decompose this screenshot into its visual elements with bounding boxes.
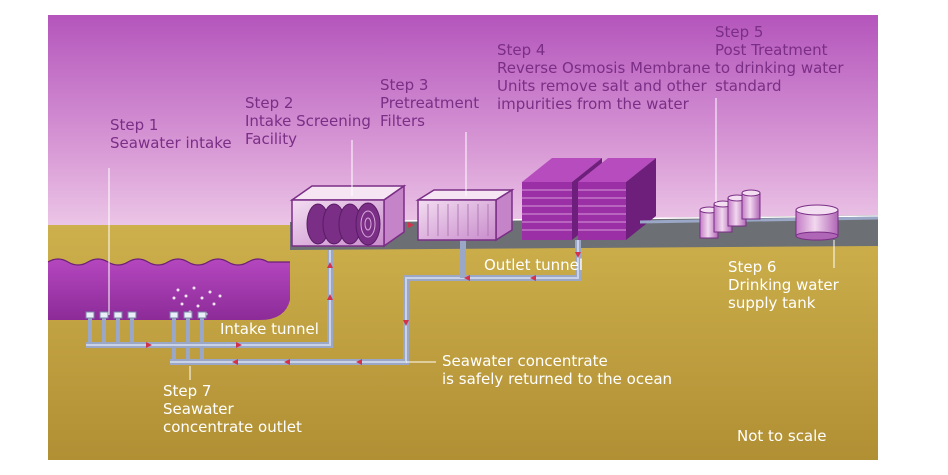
outlet-tunnel-label: Outlet tunnel [484, 256, 583, 274]
outlet-risers [172, 318, 204, 362]
screening-facility [289, 184, 407, 248]
not-to-scale-note: Not to scale [737, 427, 827, 445]
leader-lines [108, 98, 835, 380]
drinking-water-tank [795, 204, 839, 241]
outlet-riser-caps [169, 311, 207, 319]
intake-risers [88, 318, 134, 345]
post-treatment-tanks [699, 189, 761, 239]
step5-label: Step 5 Post Treatment to drinking water … [715, 23, 848, 95]
step4-label: Step 4 Reverse Osmosis Membrane Units re… [497, 41, 715, 113]
ro-membranes [522, 158, 656, 240]
pretreatment-filters [415, 188, 515, 242]
intake-tunnel-label: Intake tunnel [220, 320, 319, 338]
step6-label: Step 6 Drinking water supply tank [728, 258, 844, 312]
sea-waves [47, 258, 290, 266]
step7-label: Step 7 Seawater concentrate outlet [163, 382, 302, 436]
intake-riser-caps [85, 311, 137, 319]
sea [48, 259, 290, 320]
step1-label: Step 1 Seawater intake [110, 116, 232, 152]
concentrate-label: Seawater concentrate is safely returned … [442, 352, 672, 388]
step2-label: Step 2 Intake Screening Facility [245, 94, 376, 148]
step3-label: Step 3 Pretreatment Filters [380, 76, 484, 130]
